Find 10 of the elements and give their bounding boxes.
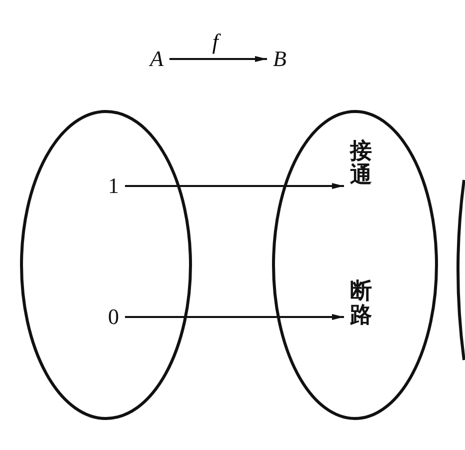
element-label: 0 (108, 306, 119, 328)
set-label: A (150, 48, 164, 70)
element-label: 接通 (350, 140, 372, 188)
element-label: 断路 (350, 280, 372, 328)
arrow (125, 314, 344, 320)
arrow (169, 56, 267, 62)
edge-label: f (210, 31, 220, 53)
element-label: 1 (108, 175, 119, 197)
set-label: B (273, 48, 286, 70)
arrow (125, 183, 344, 189)
